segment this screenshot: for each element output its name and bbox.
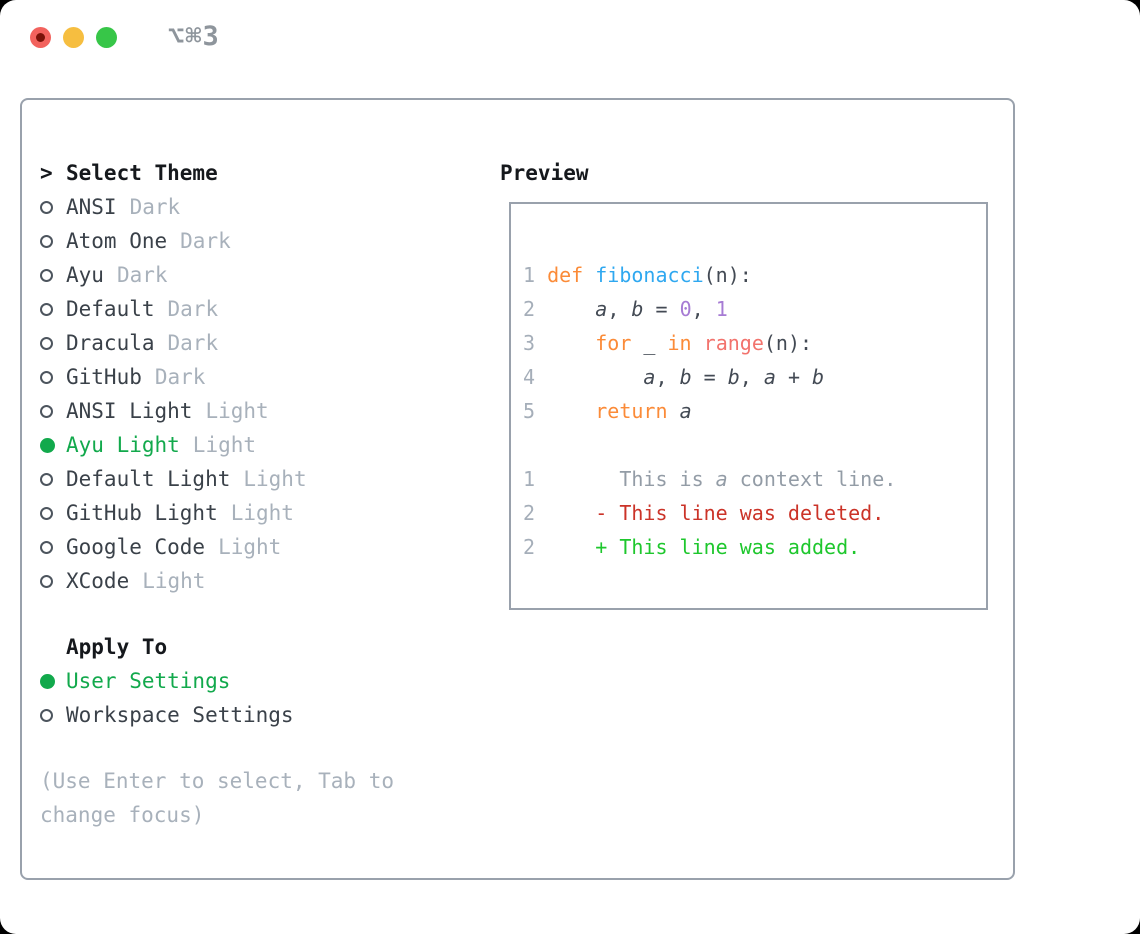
theme-name: Ayu Light bbox=[66, 433, 180, 457]
theme-name: GitHub bbox=[66, 365, 142, 389]
code-line: 2 + This line was added. bbox=[523, 535, 861, 559]
theme-item-dracula[interactable]: Dracula Dark bbox=[40, 326, 480, 360]
radio-unselected-icon bbox=[40, 302, 66, 316]
theme-variant-label: Light bbox=[142, 569, 206, 593]
radio-unselected-icon bbox=[40, 472, 66, 486]
minimize-window-button[interactable] bbox=[63, 27, 84, 48]
theme-variant-label: Dark bbox=[167, 331, 219, 355]
theme-item-default[interactable]: Default Dark bbox=[40, 292, 480, 326]
theme-item-github-light[interactable]: GitHub Light Light bbox=[40, 496, 480, 530]
theme-name: XCode bbox=[66, 569, 130, 593]
code-line: 5 return a bbox=[523, 399, 692, 423]
theme-variant-label: Light bbox=[230, 501, 294, 525]
radio-unselected-icon bbox=[40, 200, 66, 214]
code-line: 2 a, b = 0, 1 bbox=[523, 297, 728, 321]
theme-name: ANSI Light bbox=[66, 399, 193, 423]
radio-unselected-icon bbox=[40, 506, 66, 520]
theme-variant-label: Light bbox=[192, 433, 257, 457]
apply-option-label: Workspace Settings bbox=[66, 703, 294, 727]
code-line bbox=[523, 428, 896, 462]
theme-name: Google Code bbox=[66, 535, 206, 559]
theme-item-xcode[interactable]: XCode Light bbox=[40, 564, 480, 598]
preview-title: Preview bbox=[500, 161, 589, 185]
apply-option-workspace-settings[interactable]: Workspace Settings bbox=[40, 698, 480, 732]
radio-selected-icon bbox=[40, 437, 66, 453]
radio-unselected-icon bbox=[40, 404, 66, 418]
zoom-window-button[interactable] bbox=[96, 27, 117, 48]
apply-option-label: User Settings bbox=[66, 669, 231, 693]
theme-name: GitHub Light bbox=[66, 501, 218, 525]
radio-unselected-icon bbox=[40, 708, 66, 722]
theme-item-ansi[interactable]: ANSI Dark bbox=[40, 190, 480, 224]
title-bar: ⌥⌘3 bbox=[0, 0, 1140, 74]
apply-to-header-row: Apply To bbox=[40, 630, 480, 664]
code-preview: 1 def fibonacci(n): 2 a, b = 0, 1 3 for _ … bbox=[523, 224, 896, 564]
code-line: 1 def fibonacci(n): bbox=[523, 263, 752, 287]
code-line bbox=[523, 224, 896, 258]
theme-list-header-row: > Select Theme bbox=[40, 156, 480, 190]
theme-variant-label: Dark bbox=[180, 229, 231, 253]
theme-name: Dracula bbox=[66, 331, 155, 355]
radio-unselected-icon bbox=[40, 268, 66, 282]
theme-item-default-light[interactable]: Default Light Light bbox=[40, 462, 480, 496]
theme-variant-label: Light bbox=[243, 467, 307, 491]
theme-variant-label: Dark bbox=[167, 297, 219, 321]
cursor-marker-icon: > bbox=[40, 161, 53, 185]
radio-selected-icon bbox=[40, 673, 66, 689]
theme-variant-label: Dark bbox=[129, 195, 181, 219]
close-window-button[interactable] bbox=[30, 27, 51, 48]
theme-name: Default bbox=[66, 297, 155, 321]
theme-variant-label: Dark bbox=[116, 263, 168, 287]
theme-item-ansi-light[interactable]: ANSI Light Light bbox=[40, 394, 480, 428]
theme-variant-label: Light bbox=[218, 535, 282, 559]
theme-name: Ayu bbox=[66, 263, 104, 287]
radio-unselected-icon bbox=[40, 574, 66, 588]
theme-name: ANSI bbox=[66, 195, 117, 219]
apply-to-title: Apply To bbox=[66, 635, 168, 659]
theme-list-title: Select Theme bbox=[66, 161, 218, 185]
radio-unselected-icon bbox=[40, 234, 66, 248]
help-text: (Use Enter to select, Tab to change focu… bbox=[40, 769, 395, 827]
theme-name: Default Light bbox=[66, 467, 231, 491]
code-line: 4 a, b = b, a + b bbox=[523, 365, 825, 389]
theme-item-ayu-light[interactable]: Ayu Light Light bbox=[40, 428, 480, 462]
window-title: ⌥⌘3 bbox=[168, 21, 220, 52]
apply-option-user-settings[interactable]: User Settings bbox=[40, 664, 480, 698]
code-line: 1 This is a context line. bbox=[523, 467, 897, 491]
radio-unselected-icon bbox=[40, 370, 66, 384]
theme-item-atom-one[interactable]: Atom One Dark bbox=[40, 224, 480, 258]
code-line: 2 - This line was deleted. bbox=[523, 501, 885, 525]
theme-name: Atom One bbox=[66, 229, 168, 253]
theme-item-google-code[interactable]: Google Code Light bbox=[40, 530, 480, 564]
theme-variant-label: Light bbox=[205, 399, 269, 423]
theme-item-ayu[interactable]: Ayu Dark bbox=[40, 258, 480, 292]
radio-unselected-icon bbox=[40, 540, 66, 554]
code-line: 3 for _ in range(n): bbox=[523, 331, 813, 355]
theme-item-github[interactable]: GitHub Dark bbox=[40, 360, 480, 394]
preview-box: 1 def fibonacci(n): 2 a, b = 0, 1 3 for _ … bbox=[509, 202, 988, 610]
radio-unselected-icon bbox=[40, 336, 66, 350]
theme-variant-label: Dark bbox=[154, 365, 206, 389]
